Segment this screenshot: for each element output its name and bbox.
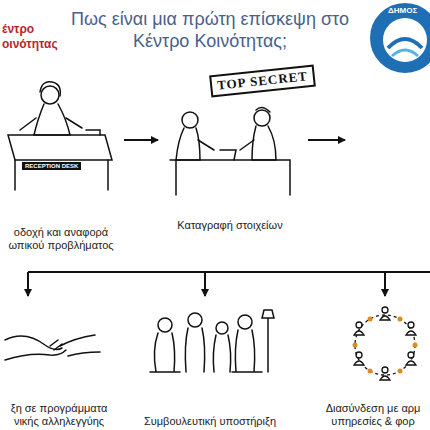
- hands-illustration: [5, 335, 100, 360]
- network-illustration: [353, 307, 418, 380]
- step-box: οδοχή και αναφορά ωπικού προβλήματος: [0, 62, 122, 252]
- counseling-illustration: [150, 310, 274, 372]
- step-box: Συμβουλευτική υποστήριξη: [140, 300, 280, 428]
- step-caption: οδοχή και αναφορά ωπικού προβλήματος: [0, 226, 122, 252]
- logo-text: οινότητας: [2, 37, 58, 51]
- flow-arrow: [308, 139, 345, 141]
- logo-text: έντρο: [2, 22, 34, 36]
- desk-sign: RECEPTION DESK: [22, 162, 81, 170]
- flow-arrow: [124, 139, 158, 141]
- interview-illustration: [170, 107, 290, 195]
- step-box: Διασύνδεση με αρμ υπηρεσίες & φορ: [318, 300, 428, 428]
- stamp-text: TOP SECRET: [209, 65, 316, 98]
- step-box: ξη σε προγράμματα νικής αλληλεγγύης: [0, 300, 118, 428]
- step-caption: Συμβουλευτική υποστήριξη: [140, 415, 280, 428]
- step-caption: ξη σε προγράμματα νικής αλληλεγγύης: [0, 402, 118, 428]
- diagram-title: Πως είναι μια πρώτη επίσκεψη στο Κέντρο …: [60, 8, 360, 52]
- step-caption: Καταγραφή στοιχείων: [160, 219, 300, 232]
- municipality-logo: [371, 4, 430, 72]
- logo-text: ΔΗΜΟΣ: [388, 6, 417, 15]
- split-bracket: [28, 272, 430, 296]
- reception-illustration: [8, 82, 112, 190]
- step-caption: Διασύνδεση με αρμ υπηρεσίες & φορ: [318, 402, 428, 428]
